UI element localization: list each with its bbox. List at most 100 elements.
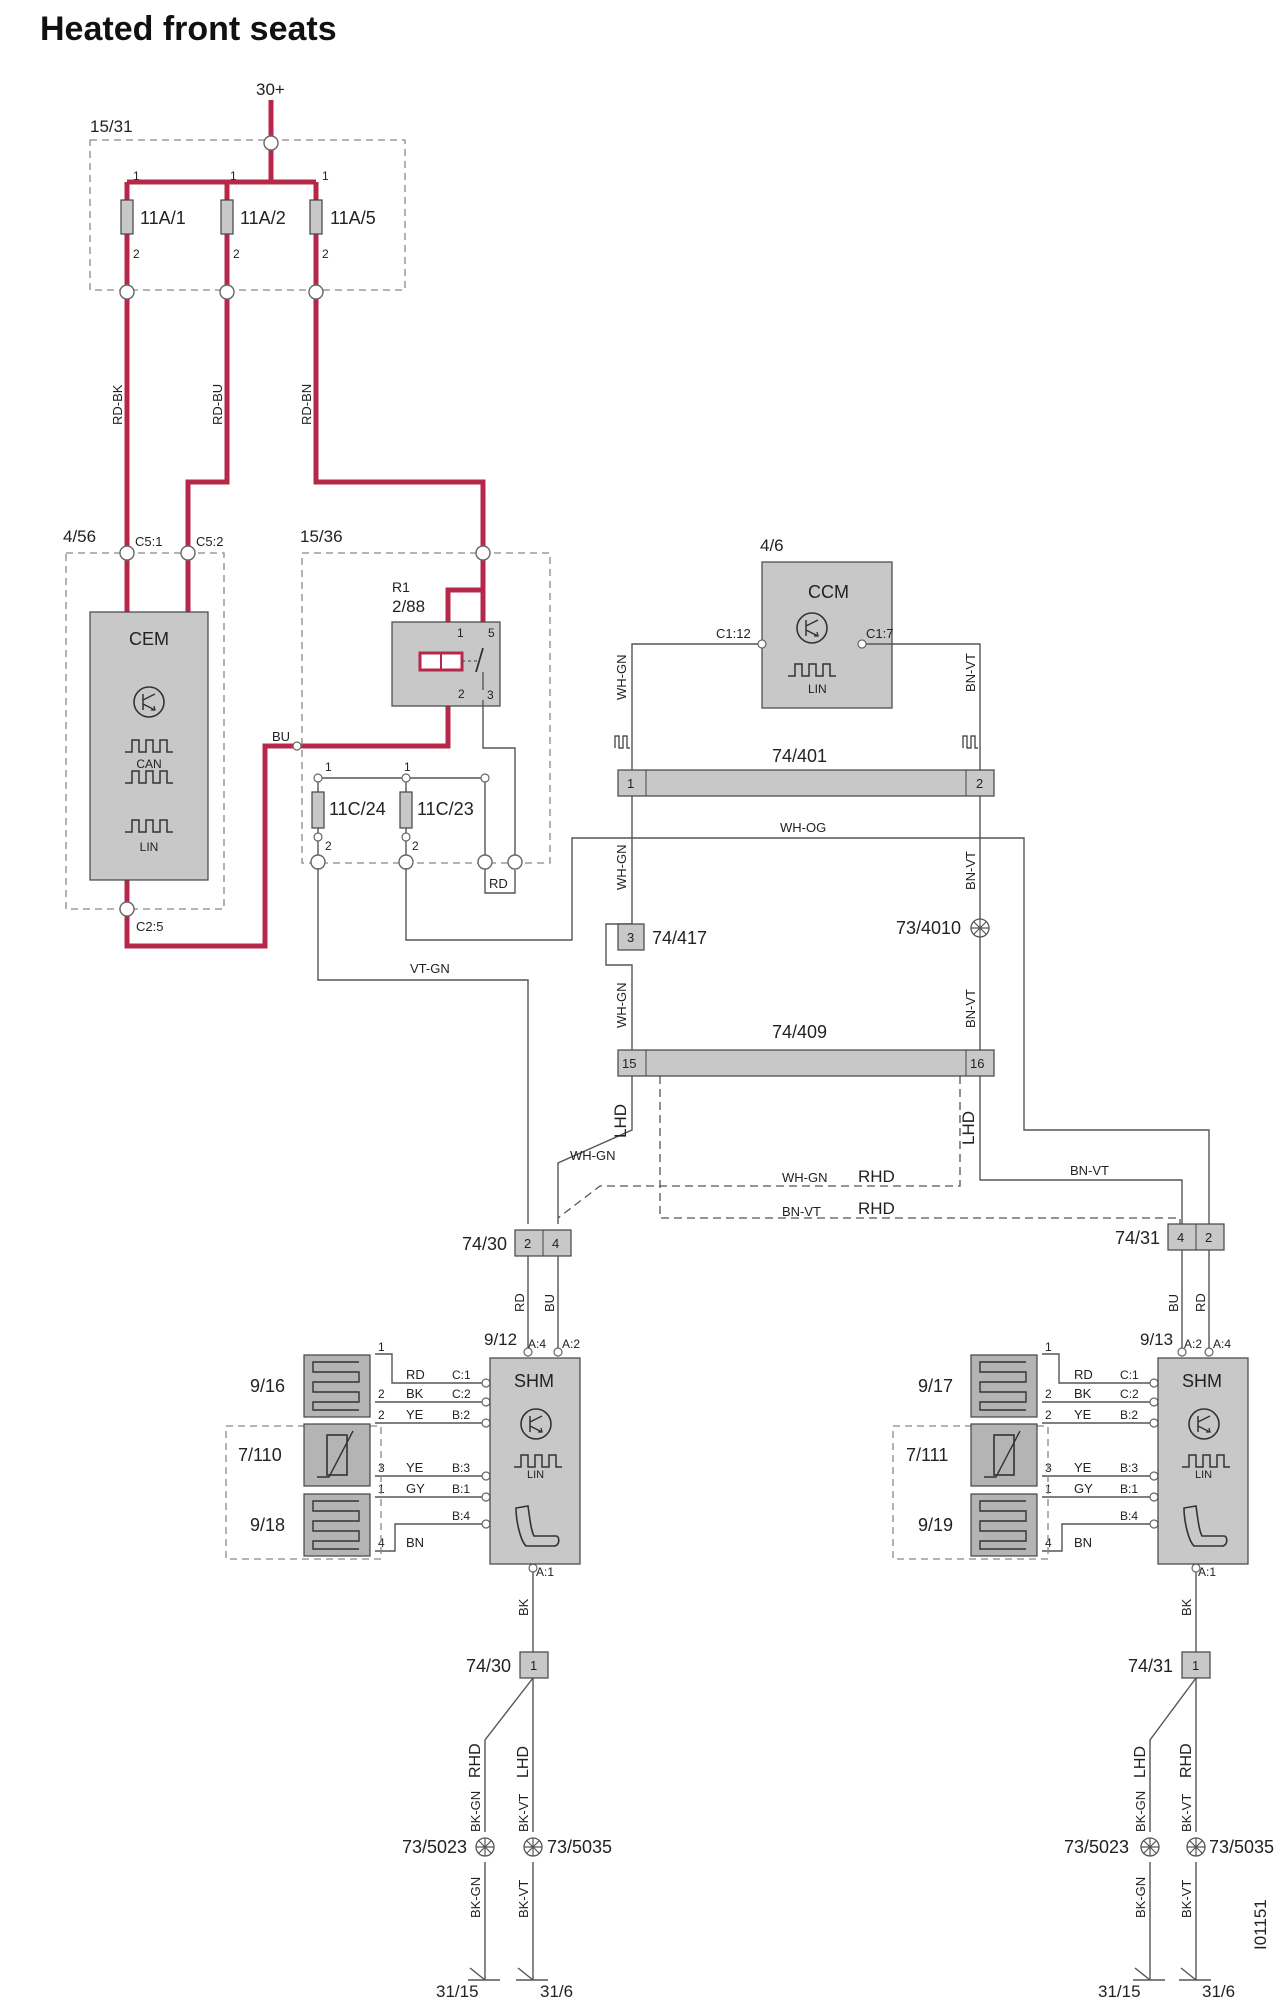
connector-74-409: 74/409 15 16 (617, 1022, 995, 1077)
relaybox-15-36: 15/36 R1 2/88 1 2 3 5 (300, 527, 551, 864)
svg-text:A:4: A:4 (528, 1337, 546, 1351)
supply-node (263, 135, 279, 151)
svg-text:RD: RD (512, 1293, 527, 1312)
sensor-7-110: 7/110 (238, 1423, 371, 1487)
svg-text:YE: YE (406, 1460, 424, 1475)
svg-text:BN-VT: BN-VT (782, 1204, 821, 1219)
svg-text:CAN: CAN (136, 757, 161, 771)
svg-text:9/13: 9/13 (1140, 1330, 1173, 1349)
svg-text:LHD: LHD (611, 1104, 630, 1138)
svg-text:11C/23: 11C/23 (417, 799, 474, 819)
svg-text:1: 1 (322, 169, 329, 183)
svg-text:LIN: LIN (808, 682, 827, 696)
svg-text:RHD: RHD (467, 1743, 484, 1778)
svg-text:74/401: 74/401 (772, 746, 827, 766)
svg-text:74/30: 74/30 (466, 1656, 511, 1676)
svg-text:2: 2 (976, 776, 983, 791)
svg-text:B:4: B:4 (452, 1509, 470, 1523)
left-seat-wire-labels: RD BK YE YE GY BN 1 2 2 3 1 4 (378, 1340, 425, 1550)
wire-rd-bk: RD-BK (110, 384, 125, 425)
svg-text:2: 2 (524, 1236, 531, 1251)
svg-text:C:2: C:2 (452, 1387, 471, 1401)
svg-text:3: 3 (627, 930, 634, 945)
svg-text:BK-VT: BK-VT (1179, 1880, 1194, 1918)
svg-text:73/5023: 73/5023 (1064, 1837, 1129, 1857)
fuse-11c-23: 11C/23 1 2 (399, 760, 474, 853)
connector-74-417: 3 74/417 (617, 923, 707, 951)
svg-text:WH-GN: WH-GN (614, 655, 629, 701)
svg-text:1: 1 (1192, 1658, 1199, 1673)
svg-text:5: 5 (488, 626, 495, 640)
wire-rd-bu: RD-BU (210, 384, 225, 425)
connector-74-31: 74/31 4 2 (1115, 1223, 1225, 1251)
svg-text:1: 1 (325, 760, 332, 774)
svg-text:VT-GN: VT-GN (410, 961, 450, 976)
svg-text:2: 2 (1045, 1387, 1052, 1401)
supply-label: 30+ (256, 80, 285, 99)
wire-rd-relay: RD (489, 876, 508, 891)
wire-bu: BU (272, 729, 290, 744)
fuse-11a-5: 11A/5 1 2 (309, 169, 376, 261)
svg-text:LHD: LHD (515, 1746, 532, 1778)
svg-text:BN: BN (1074, 1535, 1092, 1550)
svg-text:LIN: LIN (1195, 1469, 1212, 1481)
svg-text:B:1: B:1 (452, 1482, 470, 1496)
svg-text:C:1: C:1 (452, 1368, 471, 1382)
svg-text:2: 2 (458, 687, 465, 701)
svg-text:1: 1 (230, 169, 237, 183)
svg-text:1: 1 (133, 169, 140, 183)
svg-text:A:2: A:2 (1184, 1337, 1202, 1351)
svg-text:YE: YE (406, 1407, 424, 1422)
heater-9-18: 9/18 (250, 1493, 371, 1557)
ground-73-5035-left: 73/5035 (523, 1837, 612, 1857)
svg-text:2: 2 (322, 247, 329, 261)
signal-wires (317, 643, 1210, 1224)
svg-text:A:4: A:4 (1213, 1337, 1231, 1351)
svg-text:BN-VT: BN-VT (963, 653, 978, 692)
svg-text:RHD: RHD (858, 1199, 895, 1218)
connector-74-30: 74/30 2 4 (462, 1229, 572, 1257)
svg-text:3: 3 (487, 688, 494, 702)
svg-text:BN: BN (406, 1535, 424, 1550)
svg-text:BN-VT: BN-VT (963, 851, 978, 890)
svg-text:2: 2 (233, 247, 240, 261)
svg-text:2/88: 2/88 (392, 597, 425, 616)
svg-text:74/31: 74/31 (1115, 1228, 1160, 1248)
svg-text:RHD: RHD (858, 1167, 895, 1186)
svg-text:A:1: A:1 (1198, 1565, 1216, 1579)
svg-text:1: 1 (404, 760, 411, 774)
ground-73-5023-left: 73/5023 (402, 1837, 495, 1857)
svg-text:BK: BK (516, 1598, 531, 1616)
svg-text:2: 2 (1205, 1230, 1212, 1245)
svg-text:C1:7: C1:7 (866, 626, 893, 641)
svg-text:SHM: SHM (1182, 1371, 1222, 1391)
svg-text:C:2: C:2 (1120, 1387, 1139, 1401)
term-31-6-left: 31/6 (540, 1982, 573, 2000)
svg-text:BK-GN: BK-GN (468, 1791, 483, 1832)
fuse-11a-2: 11A/2 1 2 (220, 169, 286, 261)
svg-text:A:1: A:1 (536, 1565, 554, 1579)
heater-9-19: 9/19 (918, 1493, 1038, 1557)
svg-text:C:1: C:1 (1120, 1368, 1139, 1382)
fuse-11a-1: 11A/1 1 2 (120, 169, 186, 261)
svg-text:WH-OG: WH-OG (780, 820, 826, 835)
svg-text:4: 4 (552, 1236, 559, 1251)
svg-text:C2:5: C2:5 (136, 919, 163, 934)
svg-text:WH-GN: WH-GN (614, 845, 629, 891)
svg-text:A:2: A:2 (562, 1337, 580, 1351)
svg-text:15/36: 15/36 (300, 527, 343, 546)
svg-text:BK: BK (406, 1386, 424, 1401)
svg-text:RD: RD (406, 1367, 425, 1382)
svg-text:9/17: 9/17 (918, 1376, 953, 1396)
svg-text:LIN: LIN (527, 1469, 544, 1481)
wire-rd-bn: RD-BN (299, 384, 314, 425)
svg-text:WH-GN: WH-GN (782, 1170, 828, 1185)
ground-73-5035-right: 73/5035 (1186, 1837, 1274, 1857)
svg-text:WH-GN: WH-GN (570, 1148, 616, 1163)
heater-9-16: 9/16 (250, 1354, 371, 1418)
fusebox-15-31: 15/31 (89, 117, 406, 291)
svg-text:C1:12: C1:12 (716, 626, 751, 641)
left-seat-wires (375, 1256, 559, 1980)
svg-text:B:3: B:3 (1120, 1461, 1138, 1475)
connector-74-31-ground: 1 74/31 (1128, 1651, 1211, 1679)
